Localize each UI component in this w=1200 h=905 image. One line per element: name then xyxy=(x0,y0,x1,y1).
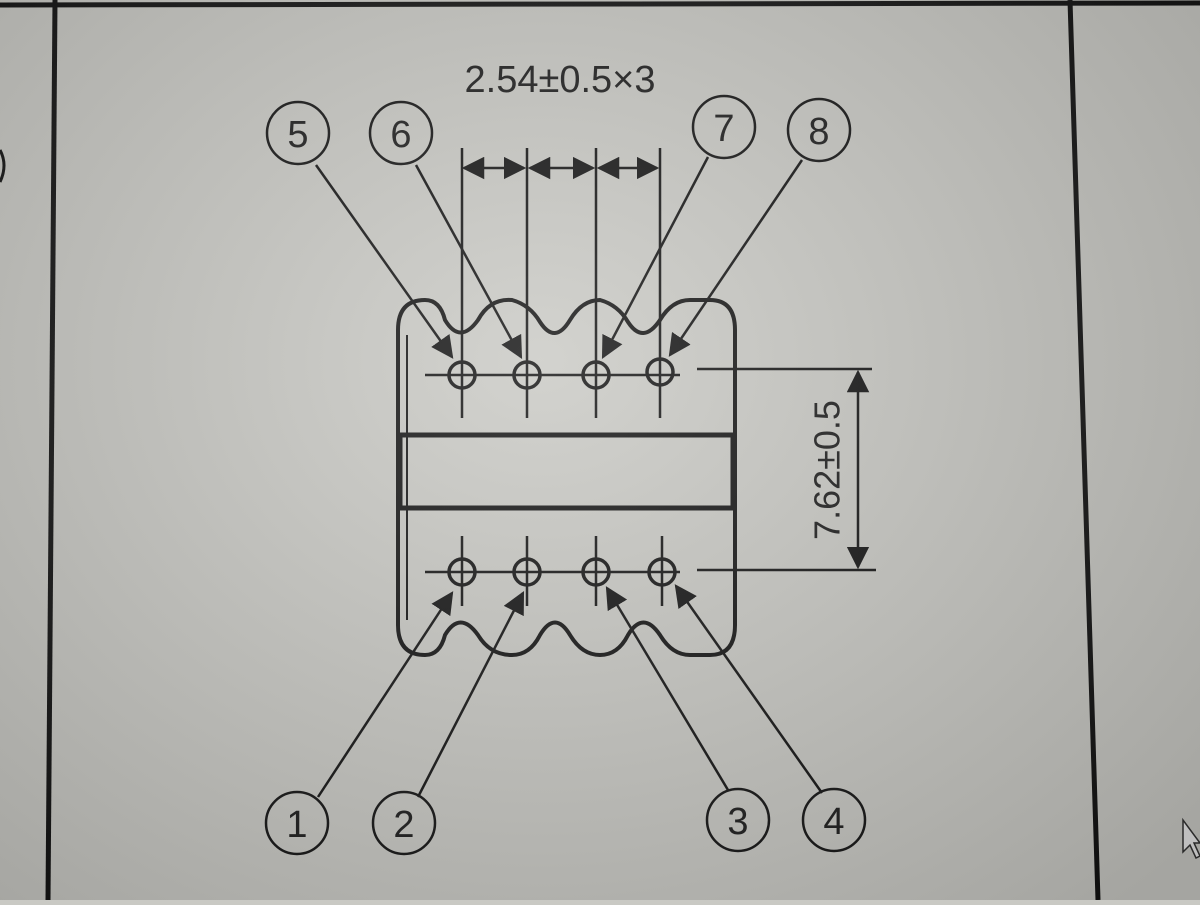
pin-number-7: 7 xyxy=(713,108,734,150)
pitch-label: 2.54±0.5×3 xyxy=(465,59,656,101)
pin-callout-2: 2 xyxy=(371,790,437,856)
pin-callout-7: 7 xyxy=(691,94,757,160)
row-spacing-label: 7.62±0.5 xyxy=(807,400,848,540)
pin-callout-1: 1 xyxy=(264,790,330,856)
pin-callouts-bottom: 1 2 3 4 xyxy=(264,787,867,856)
pin-number-5: 5 xyxy=(287,114,308,156)
pin-holes xyxy=(447,357,677,587)
pin-number-4: 4 xyxy=(823,801,844,843)
pin-centerlines xyxy=(425,148,680,606)
pin-callout-6: 6 xyxy=(368,100,434,166)
pin-number-6: 6 xyxy=(390,114,411,156)
pin-callouts-top: 5 6 7 8 xyxy=(265,94,852,166)
pin-number-3: 3 xyxy=(727,801,748,843)
row-spacing-dimension xyxy=(697,367,876,572)
clipped-glyph xyxy=(0,149,6,183)
pin-callout-3: 3 xyxy=(705,787,771,853)
pin-callout-8: 8 xyxy=(786,97,852,163)
center-band xyxy=(397,432,736,511)
pin-callout-4: 4 xyxy=(801,787,867,853)
leader-lines xyxy=(314,156,824,798)
mouse-cursor-icon xyxy=(1182,817,1200,860)
pin-callout-5: 5 xyxy=(265,100,331,166)
pin-number-1: 1 xyxy=(286,804,307,846)
pin-number-8: 8 xyxy=(808,111,829,153)
component-body xyxy=(396,297,737,658)
pin-number-2: 2 xyxy=(393,804,414,846)
